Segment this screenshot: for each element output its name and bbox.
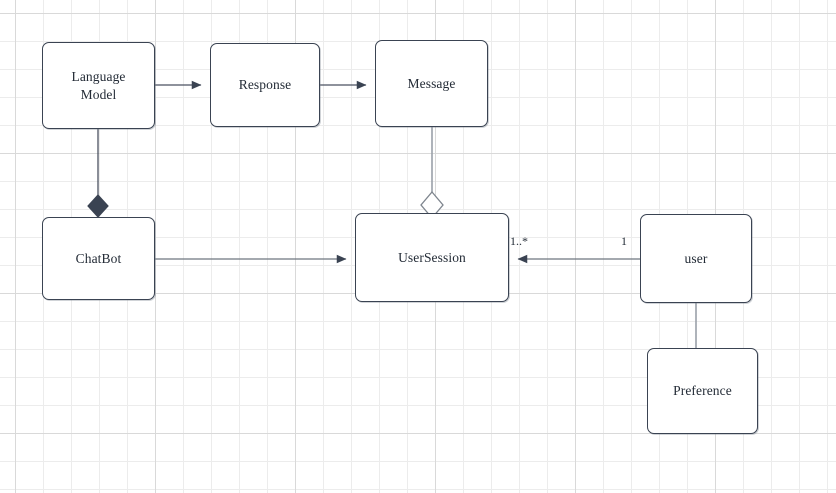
node-user[interactable]: user <box>640 214 752 303</box>
node-chatbot-label: ChatBot <box>75 250 122 266</box>
composition-diamond-icon <box>87 194 109 218</box>
multiplicity-user: 1 <box>621 234 627 248</box>
node-preference[interactable]: Preference <box>647 348 758 434</box>
node-user-label: user <box>684 250 708 266</box>
node-preference-label: Preference <box>673 383 732 399</box>
node-language-model[interactable]: Language Model <box>42 42 155 129</box>
node-message[interactable]: Message <box>375 40 488 127</box>
edge-message-to-user-session <box>420 127 444 220</box>
node-response[interactable]: Response <box>210 43 320 127</box>
node-language-model-label: Language Model <box>71 68 126 102</box>
edge-language-model-to-chatbot <box>87 129 109 218</box>
node-response-label: Response <box>238 77 292 93</box>
node-user-session[interactable]: UserSession <box>355 213 509 302</box>
node-message-label: Message <box>407 75 456 91</box>
multiplicity-user-session: 1..* <box>510 234 528 248</box>
node-chatbot[interactable]: ChatBot <box>42 217 155 300</box>
node-user-session-label: UserSession <box>398 249 466 265</box>
